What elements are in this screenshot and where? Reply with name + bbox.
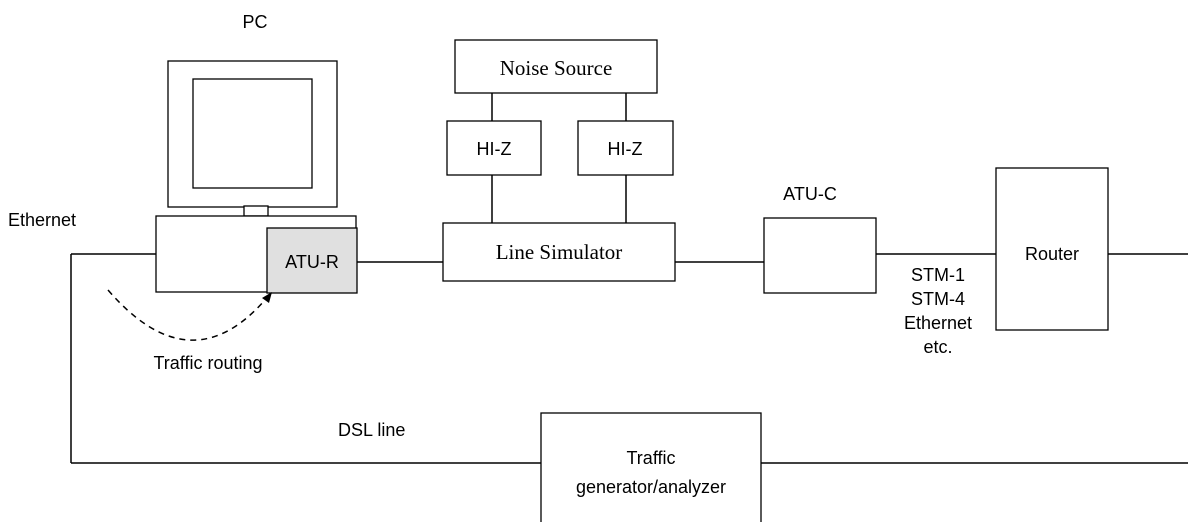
- interface-item: etc.: [923, 337, 952, 357]
- connections: [70, 93, 1188, 464]
- dsl-line-label: DSL line: [338, 420, 405, 440]
- route-arrowhead-icon: [262, 292, 272, 303]
- hi-z-box-2: [577, 120, 674, 176]
- router-box: [995, 167, 1109, 331]
- interface-item: STM-4: [911, 289, 965, 309]
- atu-c-label: ATU-C: [783, 184, 837, 204]
- pc: PC ATU-R: [155, 12, 358, 294]
- pc-screen: [192, 78, 313, 189]
- pc-label: PC: [242, 12, 267, 32]
- hi-z-label-2: HI-Z: [608, 139, 643, 159]
- router-label: Router: [1025, 244, 1079, 264]
- hi-z-box-1: [446, 120, 542, 176]
- traffic-routing-arrow: [107, 289, 272, 341]
- interface-list: STM-1 STM-4 Ethernet etc.: [904, 265, 972, 357]
- atu-r-box: [266, 227, 358, 294]
- line-simulator-label: Line Simulator: [496, 240, 623, 264]
- interface-item: Ethernet: [904, 313, 972, 333]
- noise-source-label: Noise Source: [500, 56, 613, 80]
- line-simulator-box: [442, 222, 676, 282]
- traffic-generator-label-line1: Traffic: [626, 448, 675, 468]
- ethernet-left-label: Ethernet: [8, 210, 76, 230]
- traffic-routing-label: Traffic routing: [153, 353, 262, 373]
- noise-source-box: [454, 39, 658, 94]
- dashed-route-path: [107, 289, 266, 341]
- hi-z-label-1: HI-Z: [477, 139, 512, 159]
- atu-c-box: [763, 217, 877, 294]
- traffic-generator-box: [540, 412, 762, 522]
- atu-r-label: ATU-R: [285, 252, 339, 272]
- traffic-generator-label-line2: generator/analyzer: [576, 477, 726, 497]
- interface-item: STM-1: [911, 265, 965, 285]
- pc-monitor-stand: [243, 205, 269, 217]
